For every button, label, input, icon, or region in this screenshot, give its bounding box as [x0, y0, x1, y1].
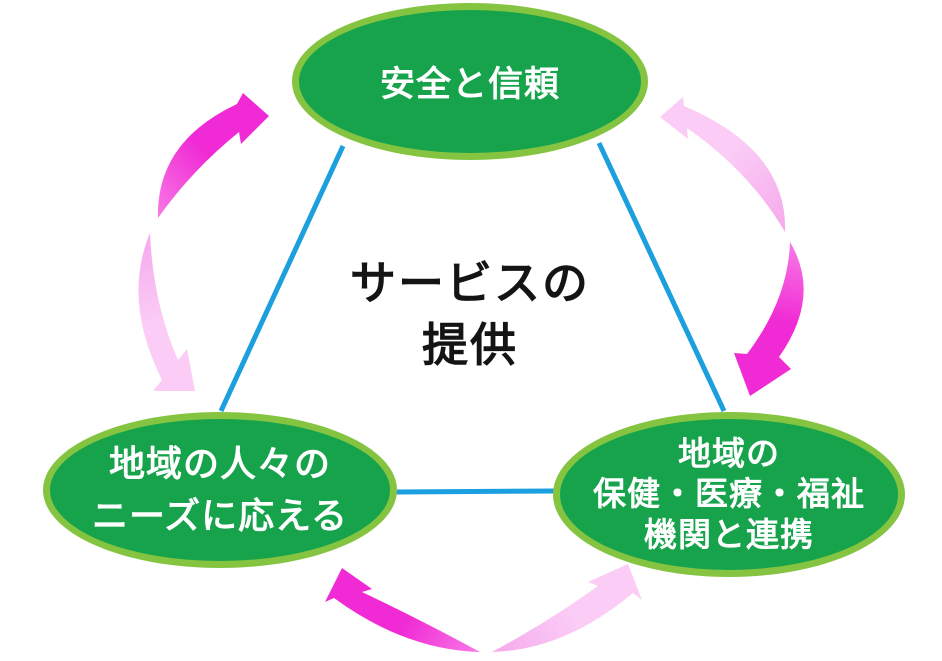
arrow-left-down-icon: [138, 233, 195, 391]
node-community-needs: 地域の人々の ニーズに応える: [43, 412, 397, 568]
node-institution-cooperation: 地域の 保健・医療・福祉 機関と連携: [553, 412, 905, 577]
center-title-line2: 提供: [422, 319, 518, 371]
node-institution-cooperation-label: 地域の 保健・医療・福祉 機関と連携: [593, 435, 865, 553]
arrow-bottom-left-icon: [325, 568, 480, 652]
connector-line-top-to-bottom-right: [596, 141, 727, 413]
connector-line-top-to-bottom-left: [218, 144, 346, 413]
node-safety-trust: 安全と信頼: [292, 3, 648, 160]
arrow-right-up-icon: [660, 97, 786, 232]
arrow-bottom-right-icon: [492, 564, 642, 652]
connector-line-bottom-left-to-bottom-right: [395, 488, 557, 495]
arrow-right-down-icon: [734, 242, 804, 396]
center-title: サービスの 提供: [290, 252, 650, 376]
center-title-line1: サービスの: [350, 257, 590, 309]
node-safety-trust-label: 安全と信頼: [379, 65, 560, 104]
node-community-needs-label: 地域の人々の ニーズに応える: [91, 442, 349, 536]
arrow-left-up-icon: [157, 93, 269, 218]
